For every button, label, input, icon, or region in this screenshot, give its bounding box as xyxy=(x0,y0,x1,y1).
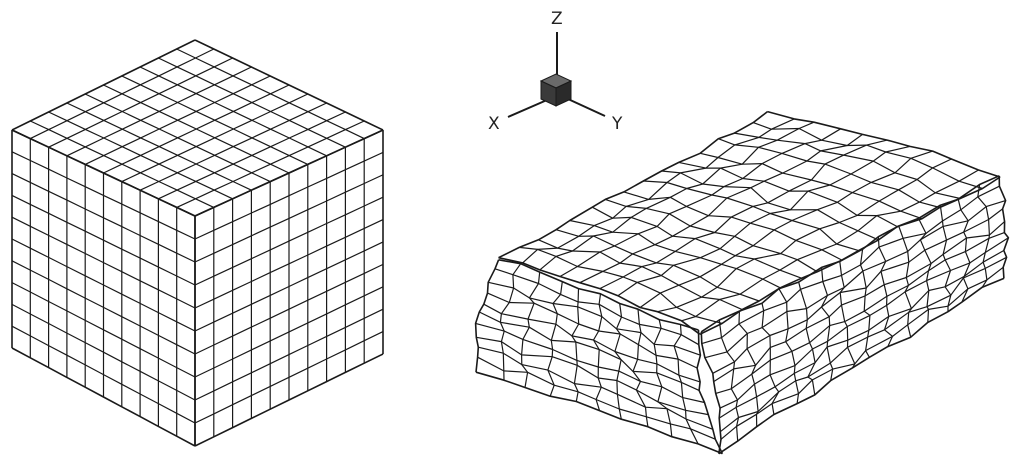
cube-right-face-line xyxy=(194,241,384,332)
block-top-face-line xyxy=(661,170,879,241)
cube-left-face-line xyxy=(11,282,196,378)
block-side-face-line xyxy=(713,221,1005,383)
cube-right-face-line xyxy=(194,174,384,263)
block-side-face-line xyxy=(998,175,1010,279)
block-side-face-line xyxy=(877,236,894,347)
block-top-face-line xyxy=(657,158,952,313)
block-side-face-line xyxy=(761,303,780,415)
block-top-face-line xyxy=(579,133,863,284)
cube-right-face-line xyxy=(194,331,384,424)
block-top-face-line xyxy=(643,180,859,252)
block-front-face-line xyxy=(476,336,709,416)
block-top-face-line xyxy=(569,219,781,289)
block-side-face-line xyxy=(719,256,1007,433)
block-side-face-line xyxy=(712,208,1003,374)
block-front-face-line xyxy=(479,311,700,391)
block-top-face-line xyxy=(559,128,841,278)
cube-top-face-line xyxy=(158,111,346,200)
y-axis-line xyxy=(567,98,606,117)
block-side-face-line xyxy=(720,266,1004,440)
deformed-block-mesh xyxy=(474,110,1010,455)
cube-top-face-line xyxy=(121,93,309,183)
cube-right-face-line xyxy=(194,129,384,217)
cube-left-face-line xyxy=(11,151,196,240)
block-front-face-line xyxy=(487,292,698,369)
cube-left-face-line xyxy=(11,347,196,447)
block-side-face-line xyxy=(704,200,1006,359)
block-front-face-line xyxy=(494,268,700,346)
cube-top-face-line xyxy=(139,102,327,191)
cube-right-face-line xyxy=(194,353,384,447)
block-top-face-line xyxy=(681,169,979,322)
y-axis-label: Y xyxy=(611,114,623,134)
block-side-face-line xyxy=(701,185,1000,345)
triad-cube-right-face xyxy=(555,80,572,107)
block-front-face-line xyxy=(477,356,716,440)
block-side-face-line xyxy=(700,175,1000,333)
block-side-face-line xyxy=(778,288,800,404)
cube-left-face-line xyxy=(11,325,196,424)
block-top-face-line xyxy=(617,145,911,297)
block-side-face-line xyxy=(718,277,1005,455)
block-side-face-line xyxy=(715,232,1005,394)
cube-left-face-line xyxy=(11,260,196,355)
cube-top-face-line xyxy=(66,66,252,157)
block-top-face-line xyxy=(592,206,802,279)
cube-top-face-line xyxy=(11,39,196,131)
cube-right-face-line xyxy=(194,263,384,355)
undeformed-cube-mesh xyxy=(11,39,384,447)
cube-top-face-line xyxy=(84,75,271,165)
cube-right-face-line xyxy=(194,286,384,378)
cube-right-face-line xyxy=(194,219,384,309)
cube-top-face-line xyxy=(48,57,233,148)
block-side-face-line xyxy=(719,237,1009,409)
block-side-face-line xyxy=(820,267,834,381)
block-top-face-line xyxy=(639,150,933,308)
block-front-face-line xyxy=(475,371,723,455)
block-side-face-line xyxy=(859,249,871,358)
block-front-face-line xyxy=(614,303,623,420)
cube-top-face-line xyxy=(103,84,290,174)
cube-top-face-line xyxy=(30,48,215,140)
z-axis-label: Z xyxy=(551,9,563,29)
block-front-face-line xyxy=(483,303,701,383)
block-front-face-line xyxy=(478,346,714,430)
block-front-face-line xyxy=(547,281,563,397)
axis-triad: Z X Y xyxy=(488,9,623,134)
block-front-face-line xyxy=(475,322,705,404)
cube-right-face-line xyxy=(194,196,384,286)
cube-top-face-line xyxy=(176,120,365,208)
block-front-face-line xyxy=(498,259,699,331)
cube-left-face-line xyxy=(11,303,196,401)
block-top-face-line xyxy=(522,118,795,264)
cube-left-face-line xyxy=(11,216,196,309)
block-front-face-line xyxy=(520,272,541,388)
x-axis-label: X xyxy=(488,114,500,134)
block-side-face-line xyxy=(718,319,740,442)
block-front-face-line xyxy=(488,281,701,356)
block-top-face-line xyxy=(539,121,815,271)
block-top-face-line xyxy=(700,152,923,220)
block-front-face-line xyxy=(696,329,724,454)
cube-left-face-line xyxy=(11,238,196,332)
block-top-face-line xyxy=(599,139,888,290)
cube-right-face-line xyxy=(194,308,384,401)
block-side-face-line xyxy=(718,249,1005,419)
block-front-face-line xyxy=(632,309,649,427)
block-front-face-line xyxy=(592,293,603,411)
block-top-face-line xyxy=(498,110,768,259)
cube-left-face-line xyxy=(11,194,196,286)
block-side-face-line xyxy=(738,311,759,427)
cube-left-face-line xyxy=(11,173,196,263)
cube-right-face-line xyxy=(194,151,384,240)
block-side-face-line xyxy=(798,281,816,395)
block-side-face-line xyxy=(898,225,913,338)
cube-left-face-line xyxy=(11,129,196,217)
x-axis-line xyxy=(507,99,548,118)
